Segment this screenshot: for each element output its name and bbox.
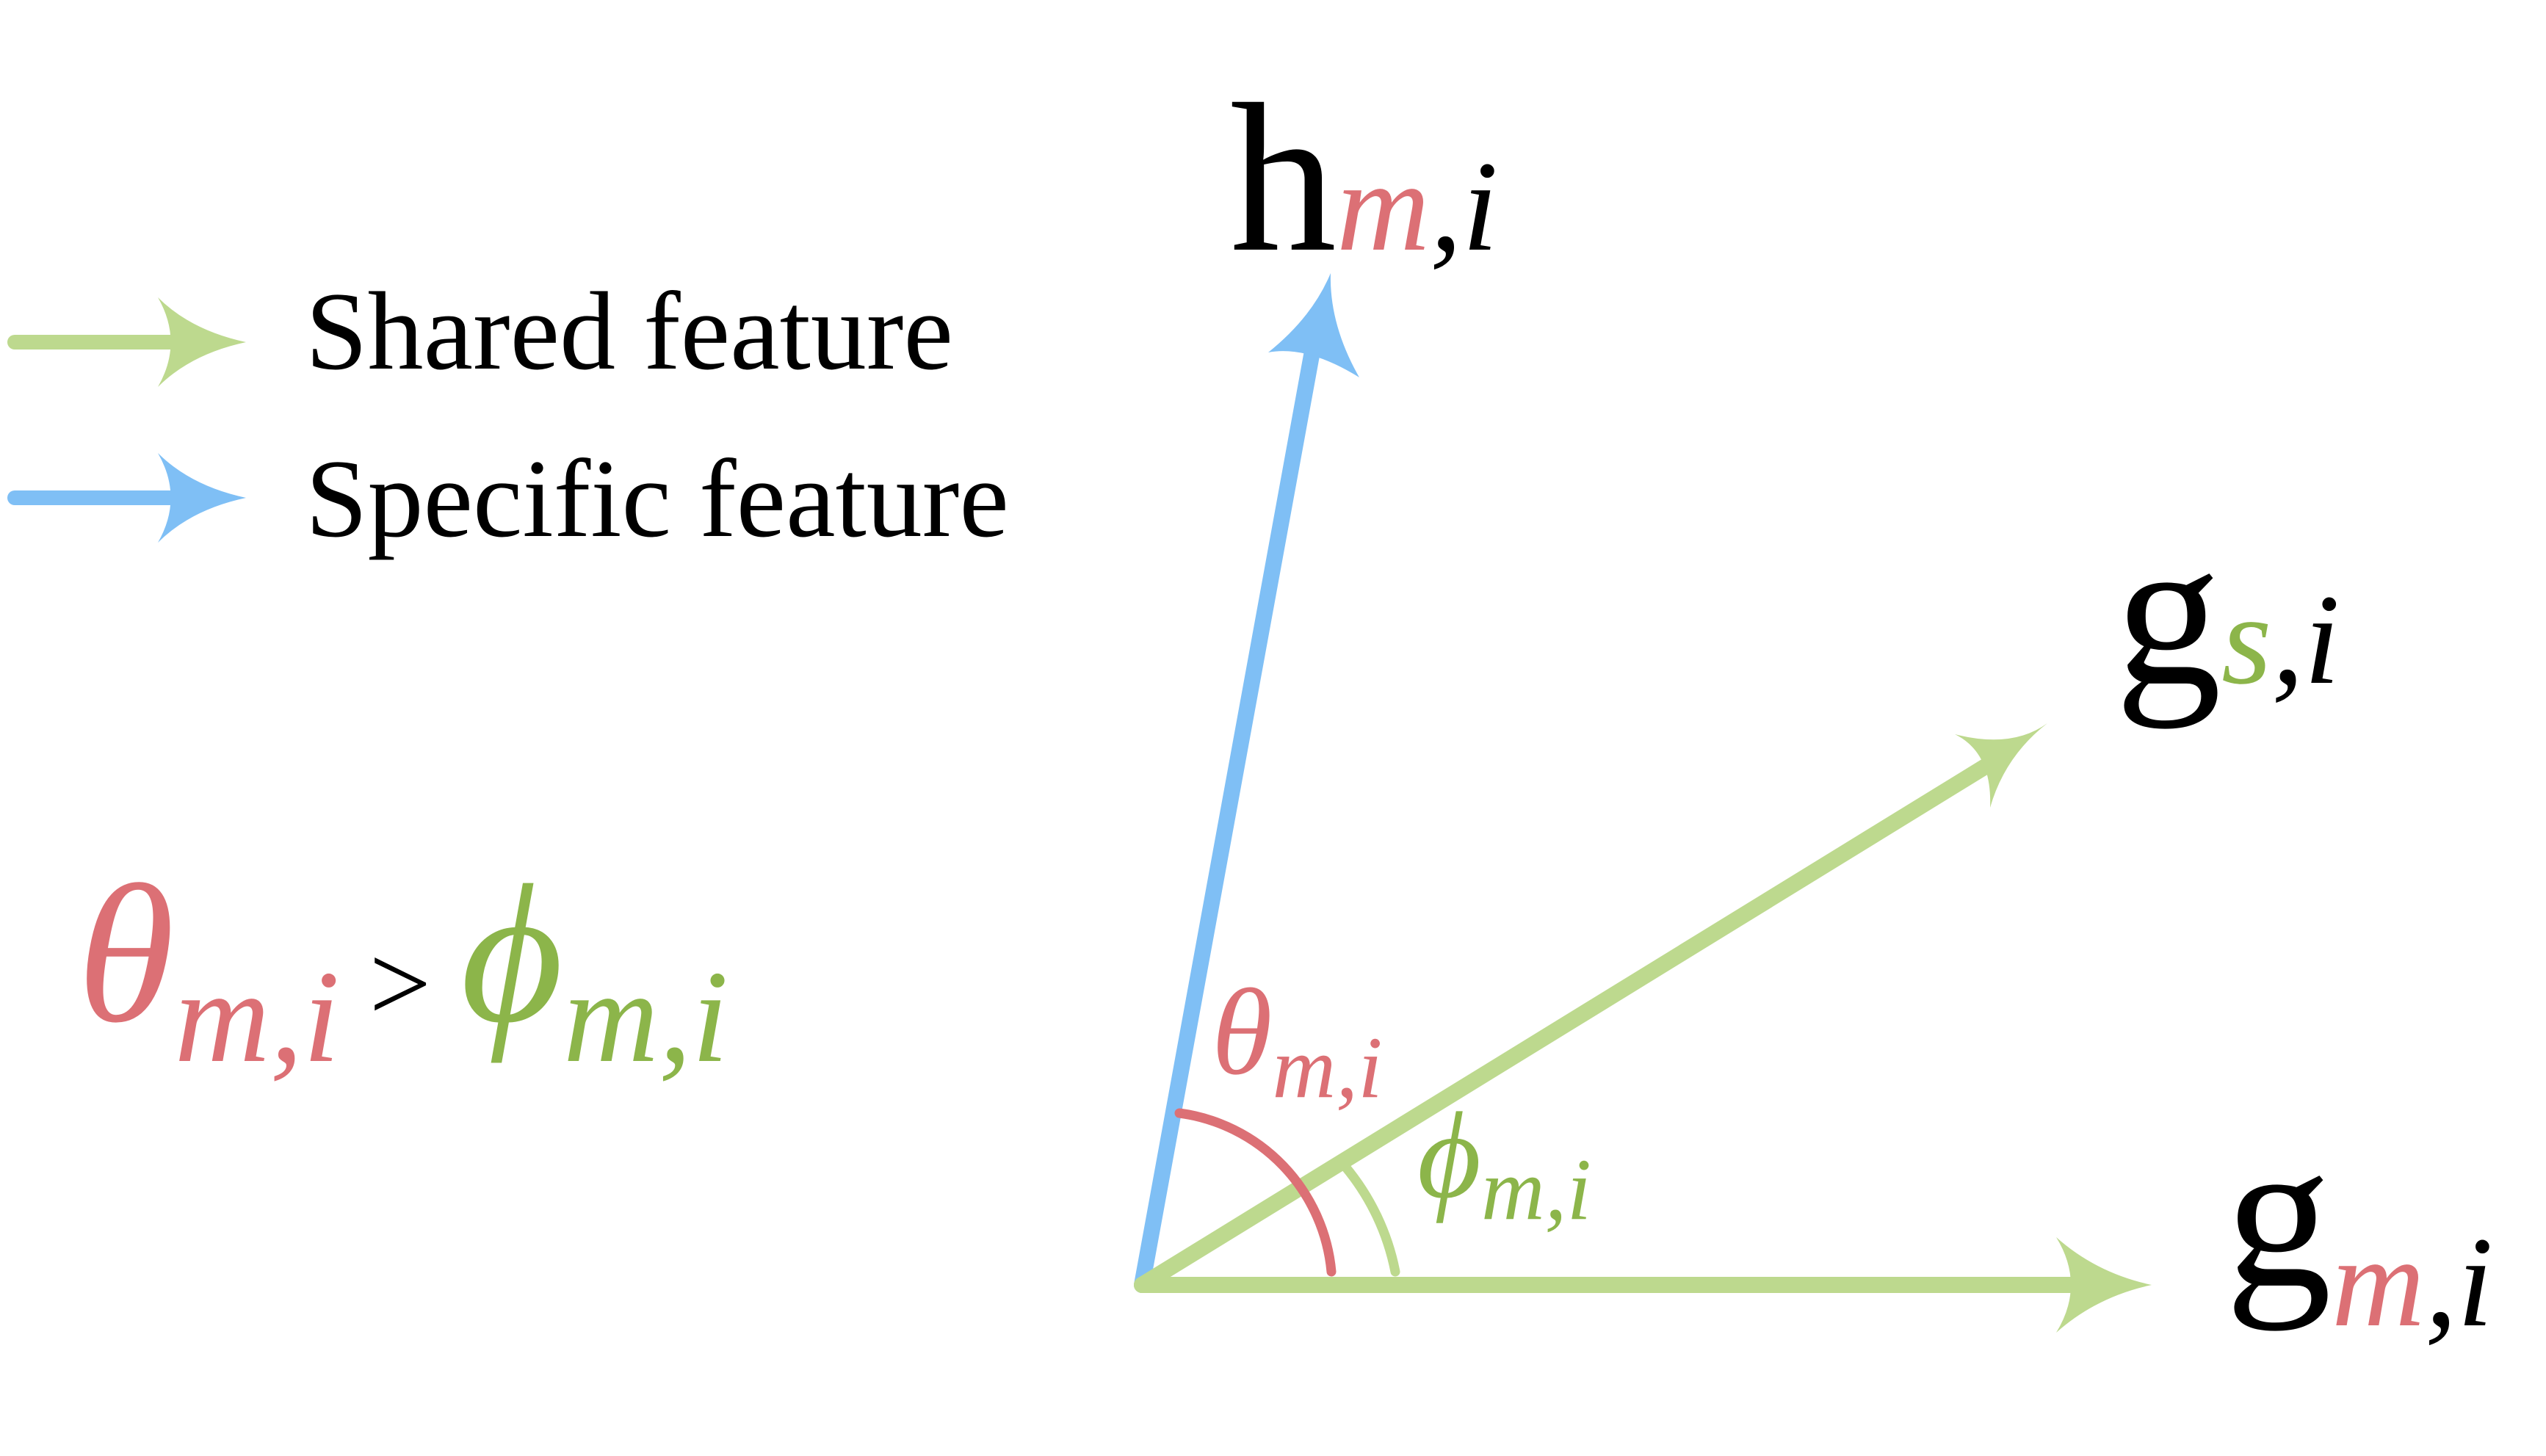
- vector-h-label: hm,i: [1230, 60, 1498, 296]
- phi-angle-arc: [1340, 1162, 1400, 1277]
- vector-gs-arrow: [1134, 723, 2047, 1293]
- angle-inequality: θm,i>ϕm,i: [77, 844, 728, 1090]
- theta-angle-label: θm,i: [1212, 964, 1383, 1116]
- legend: Shared feature Specific feature: [7, 269, 1009, 560]
- vector-gm-arrow: [1134, 1237, 2152, 1333]
- theta-angle-arc: [1174, 1108, 1337, 1277]
- vector-gm-label: gm,i: [2225, 1095, 2493, 1354]
- vector-gs-label: gs,i: [2115, 493, 2340, 729]
- phi-angle-label: ϕm,i: [1417, 1087, 1591, 1238]
- legend-specific-label: Specific feature: [305, 437, 1009, 560]
- vector-h-arrow: [1134, 273, 1359, 1293]
- legend-shared-arrow: [7, 297, 246, 387]
- legend-shared-label: Shared feature: [305, 269, 953, 393]
- legend-specific-arrow: [7, 453, 246, 543]
